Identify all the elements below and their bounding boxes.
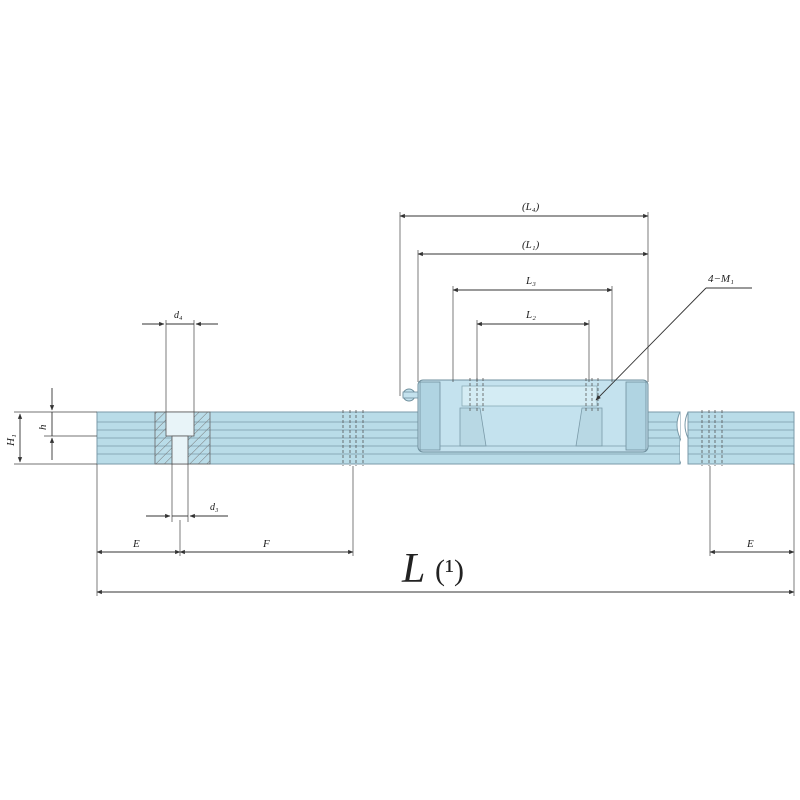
label-d3: d₃ bbox=[210, 502, 219, 513]
label-f: F bbox=[262, 538, 270, 550]
label-l3: L₃ bbox=[525, 275, 536, 287]
label-h1: H₁ bbox=[5, 434, 17, 447]
label-m1: 4−M₁ bbox=[708, 273, 734, 285]
label-l-note: (¹) bbox=[435, 554, 464, 587]
m1-leader bbox=[595, 287, 752, 401]
mounting-hole-section bbox=[154, 411, 211, 465]
height-dimensions bbox=[14, 388, 97, 465]
label-l4: (L₄) bbox=[522, 201, 540, 213]
label-l2: L₂ bbox=[525, 309, 536, 321]
label-e-right: E bbox=[746, 538, 754, 550]
length-dimensions bbox=[96, 464, 795, 596]
rail-right bbox=[687, 411, 795, 465]
hole-dimensions bbox=[142, 320, 228, 522]
rail-hidden-holes bbox=[342, 410, 723, 466]
label-d4: d₄ bbox=[174, 310, 183, 321]
label-e-left: E bbox=[132, 538, 140, 550]
label-l-main: L bbox=[401, 546, 425, 592]
label-l1: (L₁) bbox=[522, 239, 540, 251]
carriage-block bbox=[402, 378, 649, 453]
label-h: h bbox=[37, 424, 49, 430]
top-dimensions bbox=[399, 212, 649, 396]
